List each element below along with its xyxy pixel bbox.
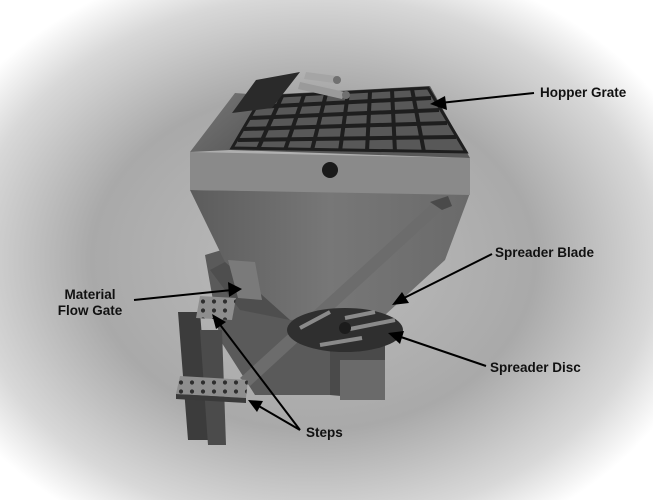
support-rod — [240, 198, 446, 386]
label-steps: Steps — [306, 425, 343, 440]
hopper-grate — [229, 86, 469, 154]
label-hopper-grate: Hopper Grate — [540, 85, 627, 100]
upper-step — [196, 296, 236, 320]
hydraulic-fittings — [298, 72, 350, 99]
hopper-lid — [232, 72, 300, 113]
leader-arrows — [133, 92, 535, 431]
label-material-flow-gate: Material Flow Gate — [52, 287, 128, 319]
hopper-body — [190, 190, 470, 320]
label-spreader-disc: Spreader Disc — [490, 360, 581, 375]
hopper-front-hole — [322, 162, 338, 178]
label-material-flow-gate-line1: Material — [64, 287, 116, 302]
spreader-blades — [299, 310, 396, 347]
label-material-flow-gate-line2: Flow Gate — [57, 303, 123, 318]
label-spreader-blade: Spreader Blade — [495, 245, 595, 260]
lower-step — [176, 376, 248, 398]
